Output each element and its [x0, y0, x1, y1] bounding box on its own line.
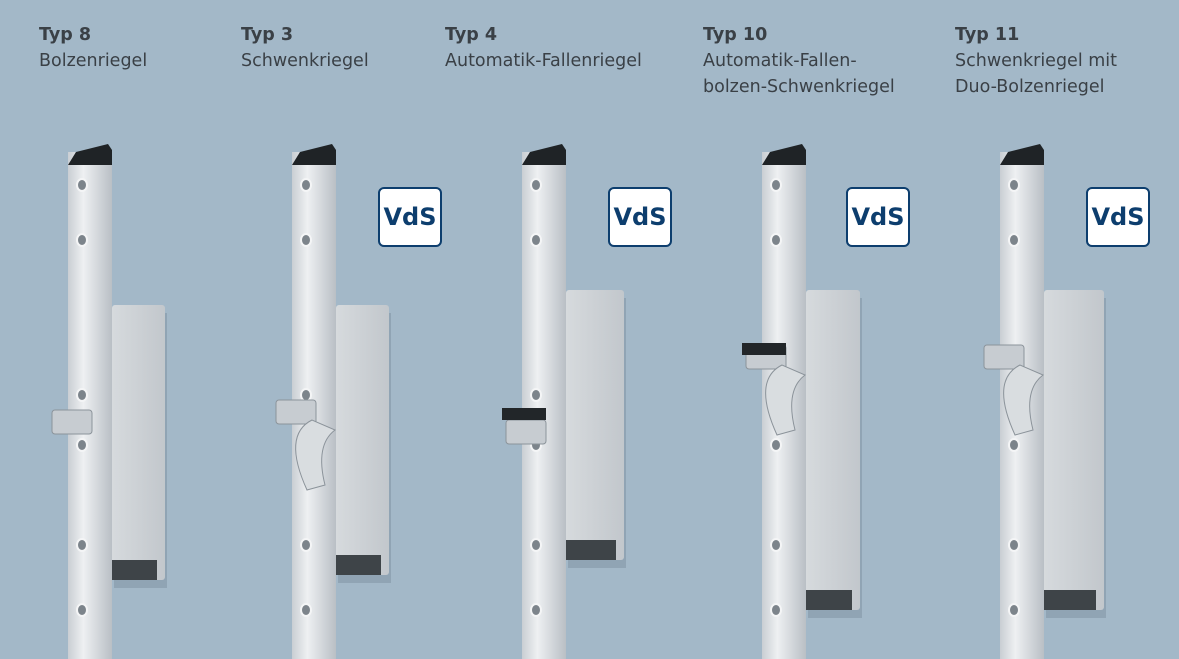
bolt	[275, 399, 317, 425]
lock-case-bottom	[566, 540, 616, 560]
lock-case-shadow	[1046, 298, 1106, 618]
screw-hole	[770, 603, 782, 617]
vds-badge: VdS	[378, 187, 442, 247]
lock-case	[806, 290, 860, 610]
faceplate	[762, 152, 806, 659]
vds-badge: VdS	[846, 187, 910, 247]
screw-hole	[530, 603, 542, 617]
screw-hole	[300, 538, 312, 552]
lock-case-bottom	[112, 560, 157, 580]
screw-hole	[770, 438, 782, 452]
faceplate	[292, 152, 336, 659]
bolt	[51, 409, 93, 435]
screw-hole	[530, 233, 542, 247]
screw-hole	[76, 233, 88, 247]
faceplate	[68, 152, 112, 659]
lock-case-bottom	[336, 555, 381, 575]
screw-hole	[1008, 178, 1020, 192]
product-type: Typ 4	[445, 25, 498, 45]
screw-hole	[770, 538, 782, 552]
faceplate-end-cap	[522, 144, 566, 165]
screw-hole	[1008, 438, 1020, 452]
product-type: Typ 11	[955, 25, 1020, 45]
screw-hole	[1008, 538, 1020, 552]
faceplate	[522, 152, 566, 659]
screw-hole	[530, 388, 542, 402]
lock-case-shadow	[568, 298, 626, 568]
latch-band	[742, 343, 786, 355]
faceplate-end-cap	[68, 144, 112, 165]
product-label-typ11: Typ 11 Schwenkriegel mit Duo-Bolzenriege…	[955, 22, 1117, 100]
product-type: Typ 3	[241, 25, 294, 45]
product-type: Typ 8	[39, 25, 92, 45]
screw-hole	[770, 233, 782, 247]
screw-hole	[300, 233, 312, 247]
screw-hole	[770, 388, 782, 402]
faceplate-end-cap	[1000, 144, 1044, 165]
product-name: Duo-Bolzenriegel	[955, 77, 1105, 97]
lock-case-bottom	[1044, 590, 1096, 610]
screw-hole	[530, 178, 542, 192]
screw-hole	[770, 178, 782, 192]
vds-badge: VdS	[1086, 187, 1150, 247]
product-name: Schwenkriegel mit	[955, 51, 1118, 71]
bolt	[745, 344, 787, 370]
product-name: Automatik-Fallenriegel	[445, 51, 642, 71]
lock-case-shadow	[114, 313, 167, 588]
product-label-typ3: Typ 3 Schwenkriegel	[241, 22, 369, 74]
swing-hook	[765, 364, 806, 436]
product-name: Automatik-Fallen-	[703, 51, 857, 71]
product-label-typ4: Typ 4 Automatik-Fallenriegel	[445, 22, 642, 74]
lock-case	[1044, 290, 1104, 610]
product-label-typ10: Typ 10 Automatik-Fallen- bolzen-Schwenkr…	[703, 22, 895, 100]
screw-hole	[300, 388, 312, 402]
faceplate	[1000, 152, 1044, 659]
screw-hole	[300, 178, 312, 192]
swing-hook	[1003, 364, 1044, 436]
product-type: Typ 10	[703, 25, 768, 45]
lock-case	[112, 305, 165, 580]
faceplate-end-cap	[762, 144, 806, 165]
product-name: Schwenkriegel	[241, 51, 369, 71]
latch-band	[502, 408, 546, 420]
faceplate-end-cap	[292, 144, 336, 165]
lock-case	[566, 290, 624, 560]
screw-hole	[76, 178, 88, 192]
screw-hole	[530, 538, 542, 552]
product-name: bolzen-Schwenkriegel	[703, 77, 895, 97]
screw-hole	[1008, 233, 1020, 247]
screw-hole	[76, 603, 88, 617]
screw-hole	[76, 538, 88, 552]
screw-hole	[1008, 388, 1020, 402]
lock-case-bottom	[806, 590, 852, 610]
lock-case-shadow	[808, 298, 862, 618]
bolt	[983, 344, 1025, 370]
lock-case-shadow	[338, 313, 391, 583]
vds-badge: VdS	[608, 187, 672, 247]
screw-hole	[530, 438, 542, 452]
swing-hook	[295, 419, 336, 491]
screw-hole	[300, 438, 312, 452]
product-name: Bolzenriegel	[39, 51, 148, 71]
screw-hole	[1008, 603, 1020, 617]
screw-hole	[300, 603, 312, 617]
lock-case	[336, 305, 389, 575]
bolt	[505, 419, 547, 445]
screw-hole	[76, 438, 88, 452]
product-label-typ8: Typ 8 Bolzenriegel	[39, 22, 147, 74]
screw-hole	[76, 388, 88, 402]
